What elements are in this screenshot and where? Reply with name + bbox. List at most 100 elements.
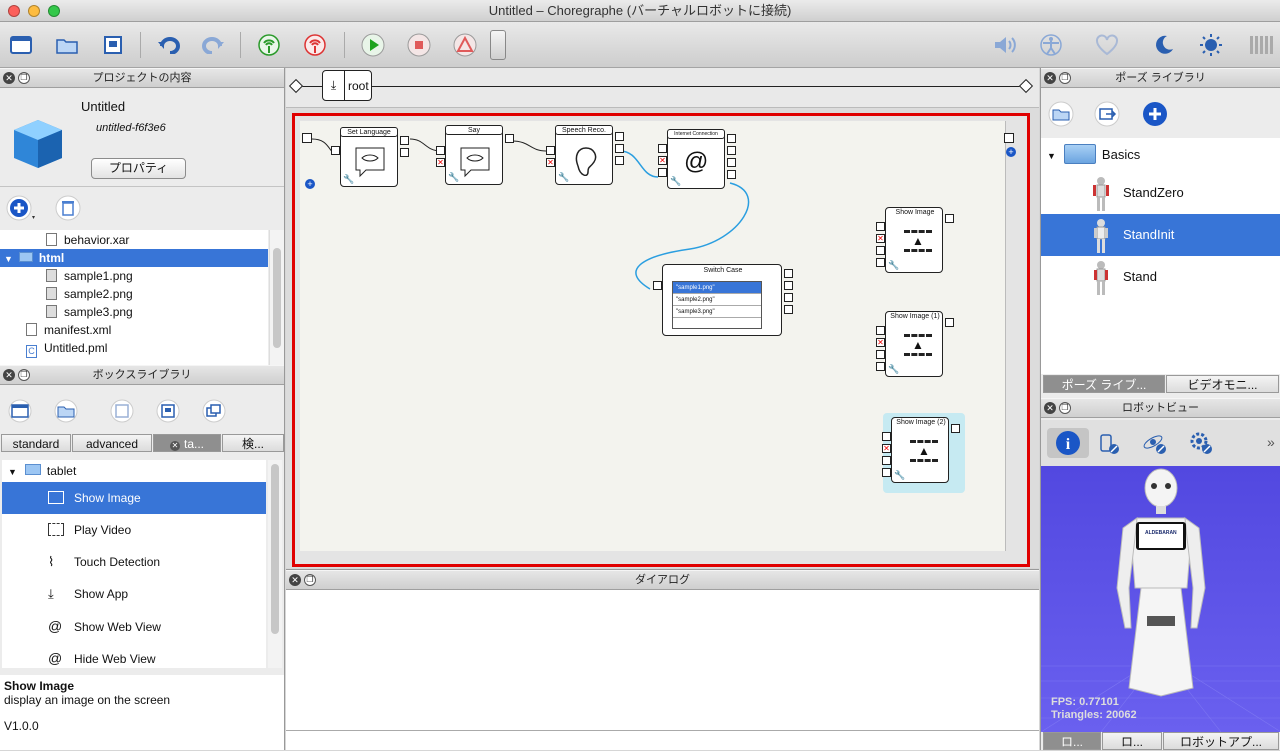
wrench-icon[interactable]: 🔧	[888, 260, 900, 270]
wrench-icon[interactable]: 🔧	[894, 470, 906, 480]
disconnect-button[interactable]	[300, 30, 330, 60]
expand-triangle-icon[interactable]: ▼	[8, 467, 17, 477]
output-port[interactable]	[615, 156, 624, 165]
tab-robot-2[interactable]: ロ...	[1102, 732, 1162, 750]
detach-panel-icon[interactable]: ❐	[304, 574, 316, 586]
output-port[interactable]	[945, 214, 954, 223]
file-row[interactable]: manifest.xml	[0, 321, 268, 339]
add-input-icon[interactable]: +	[305, 179, 315, 189]
switch-case-item[interactable]: "sample2.png"	[673, 294, 761, 306]
detach-panel-icon[interactable]: ❐	[18, 72, 30, 84]
box-internet-connection[interactable]: Internet Connection @ 🔧 ✕	[658, 129, 736, 189]
box-show-image-1[interactable]: Show Image (1) ▲ 🔧 ✕	[876, 311, 954, 377]
box-switch-case[interactable]: Switch Case "sample1.png" "sample2.png" …	[653, 264, 793, 336]
tab-video-monitor[interactable]: ビデオモニ...	[1166, 375, 1279, 393]
switch-case-item[interactable]: "sample3.png"	[673, 306, 761, 318]
expand-triangle-icon[interactable]: ▼	[4, 254, 13, 264]
save-library-button[interactable]	[106, 396, 138, 426]
output-port[interactable]	[951, 424, 960, 433]
output-port[interactable]	[615, 132, 624, 141]
box-show-image-2[interactable]: Show Image (2) ▲ 🔧 ✕	[882, 417, 960, 483]
debug-button[interactable]	[450, 30, 480, 60]
input-port[interactable]	[882, 468, 891, 477]
box-item-show-app[interactable]: ⤓Show App	[2, 578, 266, 610]
robot-life-button[interactable]	[1092, 30, 1122, 60]
input-port[interactable]	[882, 432, 891, 441]
box-list-scrollbar[interactable]	[268, 460, 282, 668]
wrench-icon[interactable]: 🔧	[343, 174, 355, 184]
more-tools-icon[interactable]: »	[1267, 434, 1275, 450]
pose-item[interactable]: Stand	[1041, 256, 1280, 298]
file-row[interactable]: behavior.xar	[0, 231, 268, 249]
zoom-window-button[interactable]	[48, 5, 60, 17]
input-port[interactable]	[876, 222, 885, 231]
input-port[interactable]	[436, 146, 445, 155]
robot-volume-button[interactable]	[990, 30, 1020, 60]
volume-slider[interactable]	[490, 30, 506, 60]
robot-collision-button[interactable]	[1139, 428, 1171, 458]
stop-input-port[interactable]: ✕	[658, 156, 667, 165]
tab-search[interactable]: 検...	[222, 434, 284, 452]
connect-button[interactable]	[254, 30, 284, 60]
wrench-icon[interactable]: 🔧	[448, 172, 460, 182]
add-output-icon[interactable]: +	[1006, 147, 1016, 157]
wrench-icon[interactable]: 🔧	[670, 176, 682, 186]
open-library-button[interactable]	[50, 396, 82, 426]
output-port[interactable]	[400, 136, 409, 145]
robot-view-mode-button[interactable]	[1093, 428, 1125, 458]
box-item-show-web-view[interactable]: @Show Web View	[2, 610, 266, 642]
output-port[interactable]	[727, 146, 736, 155]
output-port[interactable]	[615, 144, 624, 153]
pose-item[interactable]: StandInit	[1041, 214, 1280, 256]
wrench-icon[interactable]: 🔧	[888, 364, 900, 374]
close-panel-icon[interactable]: ✕	[289, 574, 301, 586]
output-port[interactable]	[945, 318, 954, 327]
library-options-button[interactable]	[198, 396, 230, 426]
export-pose-library-button[interactable]	[1091, 99, 1123, 129]
output-port[interactable]	[727, 170, 736, 179]
open-project-button[interactable]	[52, 30, 82, 60]
output-port[interactable]	[400, 148, 409, 157]
stop-input-port[interactable]: ✕	[882, 444, 891, 453]
save-library-as-button[interactable]	[152, 396, 184, 426]
switch-case-list[interactable]: "sample1.png" "sample2.png" "sample3.png…	[672, 281, 762, 329]
wrench-icon[interactable]: 🔧	[558, 172, 570, 182]
close-panel-icon[interactable]: ✕	[1044, 72, 1056, 84]
output-port[interactable]	[505, 134, 514, 143]
new-library-button[interactable]	[4, 396, 36, 426]
input-port[interactable]	[876, 350, 885, 359]
output-port[interactable]	[784, 293, 793, 302]
delete-file-button[interactable]	[52, 193, 84, 223]
add-file-button[interactable]	[4, 193, 36, 223]
tab-advanced[interactable]: advanced	[72, 434, 152, 452]
input-port[interactable]	[331, 146, 340, 155]
tab-tablet[interactable]: ✕ta...	[153, 434, 221, 452]
breadcrumb-root[interactable]: ⤓ root	[322, 70, 372, 101]
tab-robot-view[interactable]: ロ...	[1043, 732, 1101, 750]
stop-input-port[interactable]: ✕	[436, 158, 445, 167]
input-port[interactable]	[876, 246, 885, 255]
detach-panel-icon[interactable]: ❐	[1059, 402, 1071, 414]
tablet-folder-row[interactable]: ▼tablet	[8, 464, 77, 478]
box-set-language[interactable]: Set Language 🔧	[331, 127, 409, 187]
switch-case-item[interactable]: "sample1.png"	[673, 282, 761, 294]
file-row[interactable]: sample3.png	[0, 303, 268, 321]
robot-settings-button[interactable]	[1185, 428, 1217, 458]
tab-standard[interactable]: standard	[1, 434, 71, 452]
input-port[interactable]	[876, 326, 885, 335]
detach-panel-icon[interactable]: ❐	[18, 369, 30, 381]
file-row[interactable]: sample1.png	[0, 267, 268, 285]
pose-folder-row[interactable]: ▼Basics	[1041, 144, 1280, 166]
file-row[interactable]: sample2.png	[0, 285, 268, 303]
box-show-image[interactable]: Show Image ▲ 🔧 ✕	[876, 207, 954, 273]
robot-3d-view[interactable]: ALDEBARAN FPS: 0.77101 Triangles: 20062	[1041, 466, 1280, 732]
output-port[interactable]	[727, 134, 736, 143]
output-port[interactable]	[727, 158, 736, 167]
close-panel-icon[interactable]: ✕	[3, 72, 15, 84]
robot-info-button[interactable]: i	[1047, 428, 1089, 458]
input-port[interactable]	[876, 258, 885, 267]
stop-input-port[interactable]: ✕	[546, 158, 555, 167]
output-port[interactable]	[784, 305, 793, 314]
stop-input-port[interactable]: ✕	[876, 338, 885, 347]
